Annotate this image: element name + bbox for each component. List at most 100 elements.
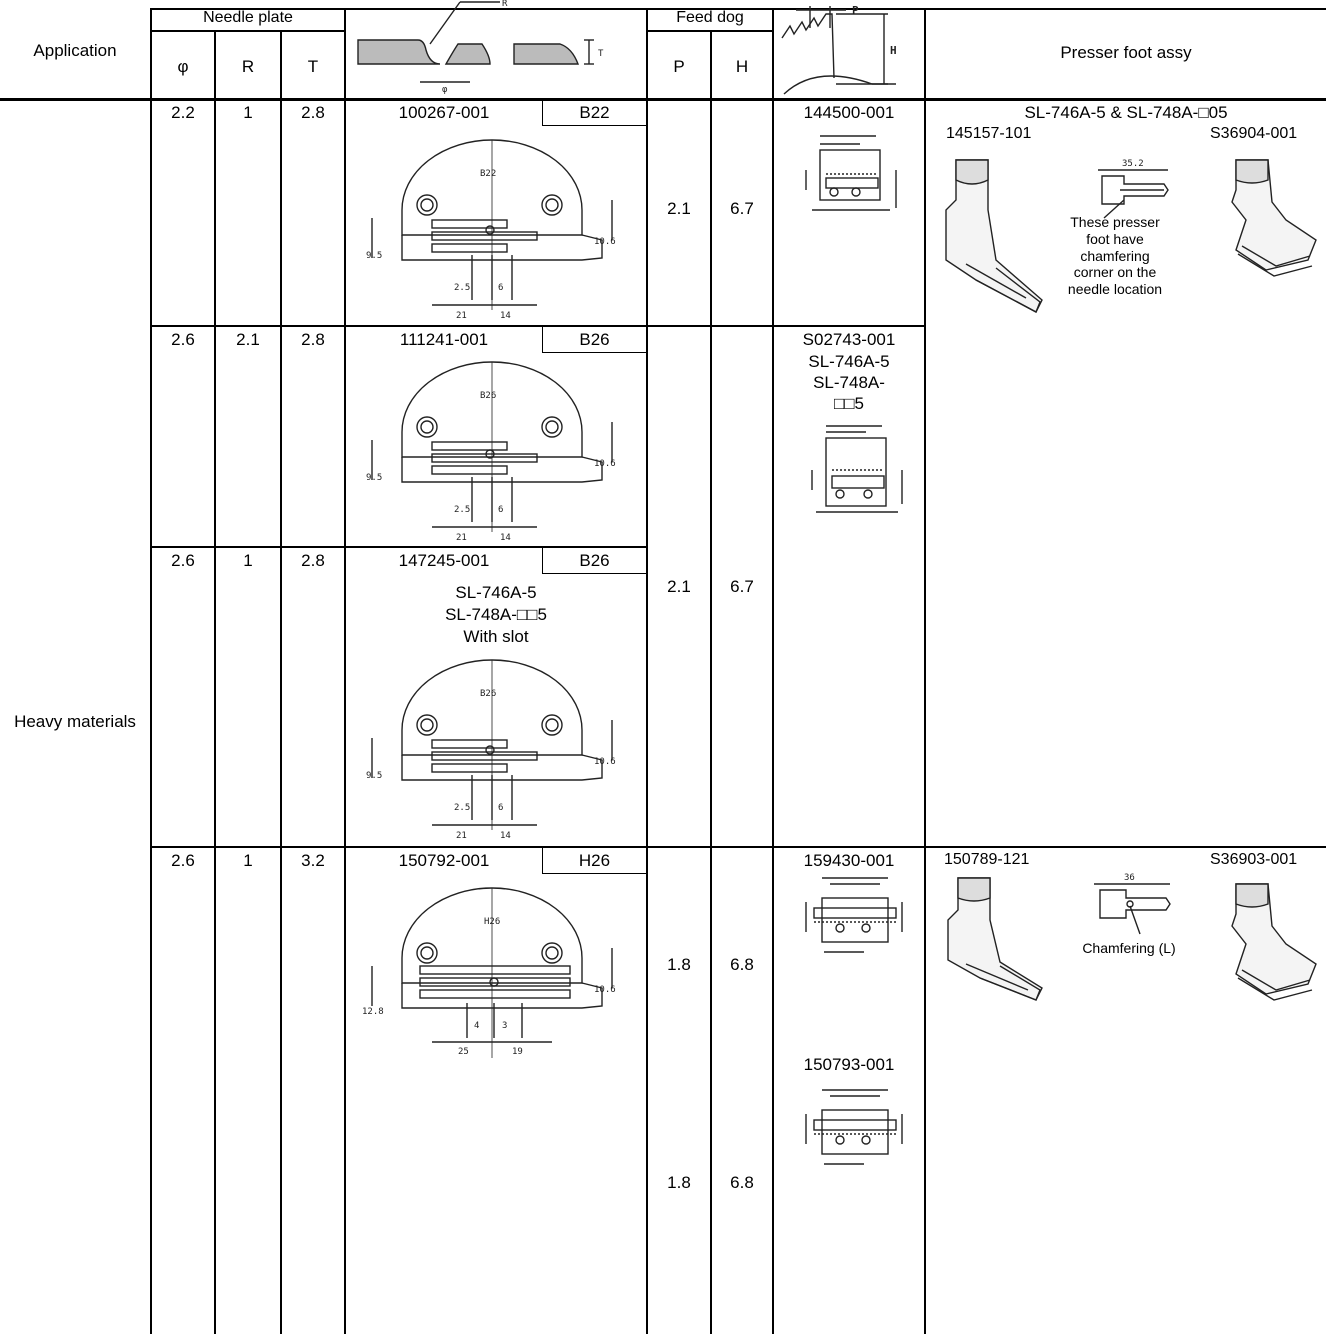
feed2-p: 2.1 (667, 577, 691, 596)
svg-text:R: R (502, 0, 508, 9)
svg-text:T: T (598, 49, 604, 59)
feed1-h: 6.7 (730, 199, 754, 218)
row3-note-1: SL-746A-5 (455, 583, 537, 602)
presser1-right-part: S36904-001 (1210, 125, 1298, 142)
feed3-part: 159430-001 (803, 851, 895, 870)
row3-note-2: SL-748A-□□5 (445, 605, 547, 624)
svg-text:6: 6 (498, 283, 503, 293)
feed-dog-header: Feed dog (676, 9, 744, 26)
svg-text:2.5: 2.5 (454, 803, 470, 813)
row3-r: 1 (243, 551, 253, 570)
svg-text:6: 6 (498, 505, 503, 515)
svg-text:H26: H26 (484, 917, 500, 927)
svg-text:B26: B26 (480, 689, 496, 699)
feed2-note-3: □□5 (834, 394, 864, 413)
feed4-h: 6.8 (730, 1173, 754, 1192)
svg-text:9.5: 9.5 (366, 771, 382, 781)
row2-r: 2.1 (236, 330, 260, 349)
svg-text:35.2: 35.2 (1122, 159, 1144, 169)
row1-code: B22 (579, 103, 610, 122)
svg-text:9.5: 9.5 (366, 473, 382, 483)
row4-t: 3.2 (301, 851, 325, 870)
row3-phi: 2.6 (171, 551, 195, 570)
t-header: T (307, 57, 319, 76)
svg-text:25: 25 (458, 1047, 469, 1057)
svg-text:12.8: 12.8 (362, 1007, 384, 1017)
row4-r: 1 (243, 851, 253, 870)
presser-foot-header: Presser foot assy (1060, 43, 1192, 62)
svg-text:14: 14 (500, 311, 511, 321)
presser-foot-drawing (1231, 159, 1317, 277)
svg-text:2.5: 2.5 (454, 283, 470, 293)
row4-code: H26 (578, 851, 611, 870)
feed-dog-tooth-diagram: P H (781, 4, 897, 95)
row2-code: B26 (579, 330, 610, 349)
row1-r: 1 (243, 103, 253, 122)
feed4-p: 1.8 (667, 1173, 691, 1192)
row3-code: B26 (579, 551, 610, 570)
row2-part: 111241-001 (399, 330, 489, 349)
feed-dog-drawing (811, 425, 903, 513)
presser2-right-part: S36903-001 (1210, 851, 1298, 868)
svg-text:21: 21 (456, 311, 467, 321)
svg-text:9.5: 9.5 (366, 251, 382, 261)
needle-plate-drawing: 9.5 10.6 2.5 6 21 14 B26 (366, 659, 616, 841)
row1-part: 100267-001 (398, 103, 490, 122)
h-header: H (735, 57, 749, 76)
needle-plate-drawing: 9.5 10.6 2.5 6 21 14 B22 (366, 139, 616, 321)
row3-note-3: With slot (463, 627, 529, 646)
application-value: Heavy materials (14, 712, 136, 731)
svg-text:2.5: 2.5 (454, 505, 470, 515)
needle-plate-header: Needle plate (203, 9, 293, 26)
application-header: Application (33, 41, 117, 60)
presser1-title: SL-746A-5 & SL-748A-□05 (1024, 103, 1228, 122)
presser1-left-part: 145157-101 (946, 125, 1032, 142)
svg-text:4: 4 (474, 1021, 479, 1031)
svg-text:14: 14 (500, 533, 511, 543)
svg-text:3: 3 (502, 1021, 507, 1031)
row1-t: 2.8 (301, 103, 325, 122)
feed4-part: 150793-001 (803, 1055, 895, 1074)
feed-dog-drawing (805, 877, 903, 953)
presser2-note: Chamfering (L) (1082, 940, 1176, 956)
feed1-p: 2.1 (667, 199, 691, 218)
row3-t: 2.8 (301, 551, 325, 570)
svg-text:19: 19 (512, 1047, 523, 1057)
feed2-note-2: SL-748A- (813, 373, 885, 392)
svg-text:H: H (890, 44, 897, 57)
svg-text:10.6: 10.6 (594, 237, 616, 247)
row4-part: 150792-001 (398, 851, 490, 870)
feed3-p: 1.8 (667, 955, 691, 974)
svg-text:21: 21 (456, 831, 467, 841)
r-header: R (241, 57, 255, 76)
phi-header: φ (177, 57, 189, 76)
presser1-note: These presser foot have chamfering corne… (1067, 214, 1163, 298)
needle-plate-drawing: 12.8 10.6 4 3 25 19 H26 (362, 887, 616, 1058)
presser-foot-drawing (945, 159, 1043, 313)
p-header: P (673, 57, 685, 76)
svg-text:B26: B26 (480, 391, 496, 401)
row2-phi: 2.6 (171, 330, 195, 349)
feed1-part: 144500-001 (803, 103, 895, 122)
feed2-h: 6.7 (730, 577, 754, 596)
svg-text:36: 36 (1124, 873, 1135, 883)
row2-t: 2.8 (301, 330, 325, 349)
feed-dog-drawing (805, 1089, 903, 1165)
row3-part: 147245-001 (398, 551, 490, 570)
svg-text:10.6: 10.6 (594, 459, 616, 469)
svg-text:10.6: 10.6 (594, 985, 616, 995)
svg-text:φ: φ (442, 85, 448, 95)
presser-foot-drawing (947, 877, 1043, 1001)
row1-phi: 2.2 (171, 103, 195, 122)
presser-foot-sole-drawing: 36 (1094, 873, 1171, 935)
feed2-note-1: SL-746A-5 (808, 352, 890, 371)
presser-foot-drawing (1231, 883, 1317, 1001)
svg-text:6: 6 (498, 803, 503, 813)
svg-text:10.6: 10.6 (594, 757, 616, 767)
row4-phi: 2.6 (171, 851, 195, 870)
needle-plate-drawing: 9.5 10.6 2.5 6 21 14 B26 (366, 361, 616, 543)
feed3-h: 6.8 (730, 955, 754, 974)
needle-plate-section-diagram: R T φ (357, 0, 604, 95)
svg-text:P: P (852, 4, 859, 17)
feed2-part: S02743-001 (802, 330, 896, 349)
